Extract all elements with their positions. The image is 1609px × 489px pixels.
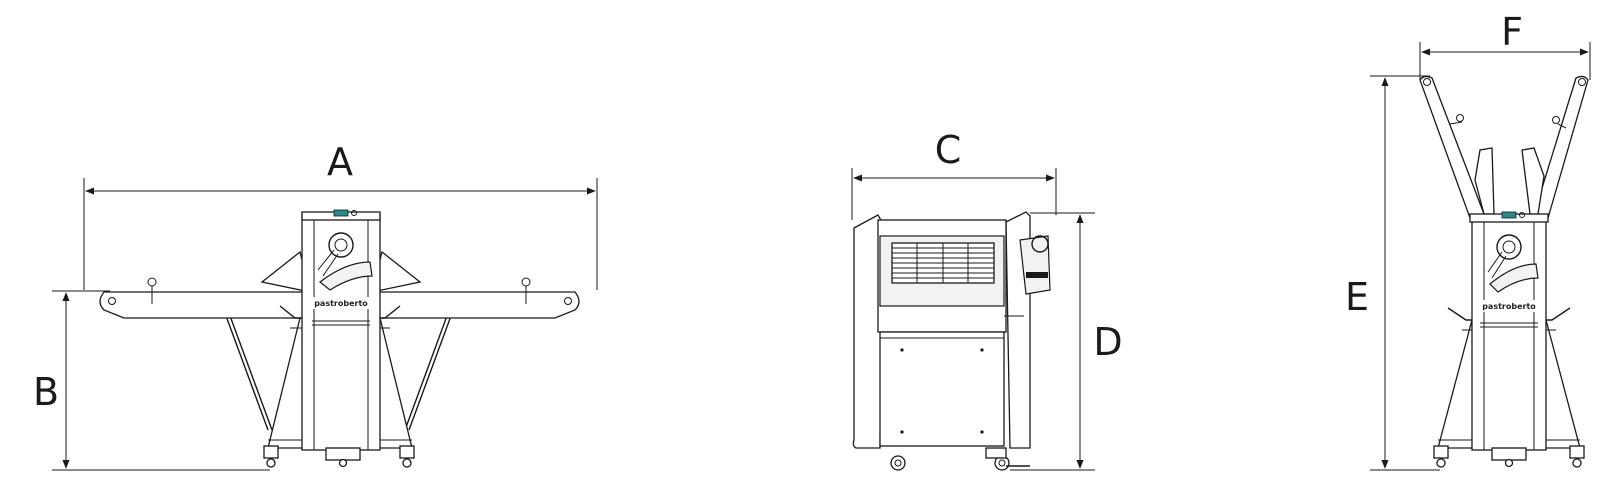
dimension-b: B — [33, 290, 270, 471]
dimension-a: A — [83, 140, 598, 290]
dimension-c: C — [851, 128, 1057, 220]
dimension-e: E — [1345, 75, 1440, 471]
dimension-label-d: D — [1093, 320, 1122, 364]
brand-label-front: pastroberto — [314, 299, 368, 308]
dimension-label-c: C — [935, 128, 962, 172]
front-view-folded: F E — [1345, 10, 1591, 471]
dimension-f: F — [1419, 10, 1591, 80]
dimension-label-f: F — [1501, 10, 1523, 54]
grille — [891, 242, 995, 284]
side-view: C D — [851, 128, 1123, 471]
dimension-d: D — [1010, 212, 1123, 471]
dimension-label-e: E — [1345, 275, 1369, 319]
brand-label-folded: pastroberto — [1482, 302, 1536, 311]
dimension-label-a: A — [327, 140, 353, 184]
dimension-label-b: B — [33, 370, 59, 414]
front-view-extended: A B — [33, 140, 598, 471]
